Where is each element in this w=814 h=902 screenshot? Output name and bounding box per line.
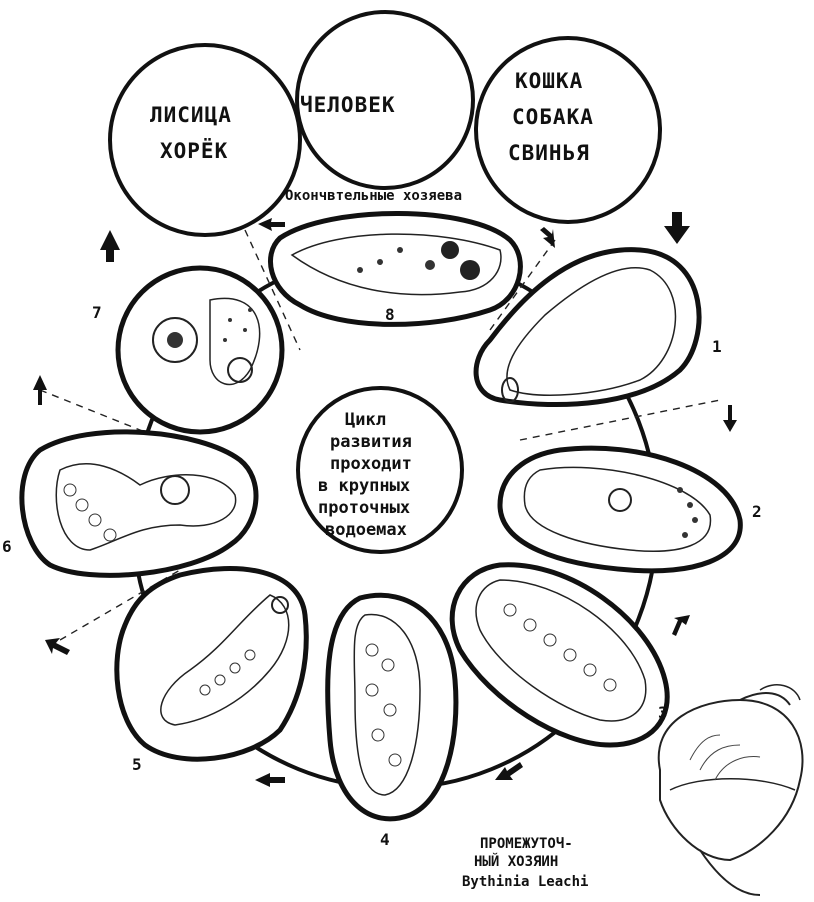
host-ferret-label: ХОРЁК [160, 138, 228, 163]
arrow-downleft-2-icon [495, 762, 523, 780]
definitive-hosts-label: Окончвтельные хозяева [285, 188, 462, 204]
stage-1-number: 1 [712, 337, 722, 356]
host-fox-label: ЛИСИЦА [150, 103, 232, 127]
intermediate-host-label-line-1: ПРОМЕЖУТОЧ- [480, 836, 573, 852]
stage-4-redia [325, 592, 459, 822]
dashed-line-8-1 [489, 239, 556, 331]
stage-5-redia [114, 566, 309, 762]
center-text-line-3: проходит [330, 454, 412, 474]
host-circle-human: ЧЕЛОВЕК [295, 10, 475, 190]
stage-6-cercaria [19, 429, 259, 578]
stage-8-number: 8 [385, 305, 395, 324]
arrow-right-small-icon [258, 218, 285, 231]
dashed-line-5-6 [59, 569, 181, 641]
center-text-line-2: развития [330, 432, 412, 452]
host-circle-fox-ferret: ЛИСИЦА ХОРЁК [108, 43, 302, 237]
host-cat-label: КОШКА [515, 69, 583, 93]
arrow-downleft-icon [672, 615, 690, 636]
stage-7-number: 7 [92, 303, 102, 322]
snail-illustration [657, 684, 804, 896]
dashed-line-7-8 [244, 229, 301, 351]
stage-1-egg [473, 247, 702, 408]
arrow-down-right-small-icon [540, 227, 555, 248]
arrow-up-small-icon [33, 375, 47, 405]
stage-2-sporocyst [497, 445, 743, 574]
center-circle: Цикл развития проходит в крупных проточн… [296, 386, 464, 554]
stage-2-number: 2 [752, 502, 762, 521]
center-text-line-1: Цикл [345, 410, 386, 430]
intermediate-host-label-line-2: НЫЙ ХОЗЯИН [474, 853, 558, 870]
arrow-up-icon [100, 230, 120, 262]
host-dog-label: СОБАКА [512, 105, 594, 129]
host-circle-cat-dog-pig: КОШКА СОБАКА СВИНЬЯ [474, 36, 662, 224]
stage-3-redia [449, 562, 670, 748]
dashed-line-1-2 [519, 399, 721, 441]
stage-5-number: 5 [132, 755, 142, 774]
stage-4-number: 4 [380, 830, 390, 849]
center-text-line-5: проточных [318, 498, 410, 518]
host-human-label: ЧЕЛОВЕК [300, 93, 396, 117]
stage-7-miracidium [115, 265, 285, 435]
center-text-line-6: водоемах [325, 520, 407, 540]
arrow-upleft-icon [45, 638, 70, 655]
arrow-down-icon [664, 212, 690, 244]
stage-3-number: 3 [658, 703, 668, 722]
intermediate-host-species: Bythinia Leachi [462, 874, 588, 890]
host-pig-label: СВИНЬЯ [508, 141, 590, 165]
arrow-down-small-icon [723, 405, 737, 432]
center-text-line-4: в крупных [318, 476, 410, 496]
arrow-left-icon [255, 773, 285, 787]
stage-6-number: 6 [2, 537, 12, 556]
stage-8-egg-adult [268, 211, 523, 327]
